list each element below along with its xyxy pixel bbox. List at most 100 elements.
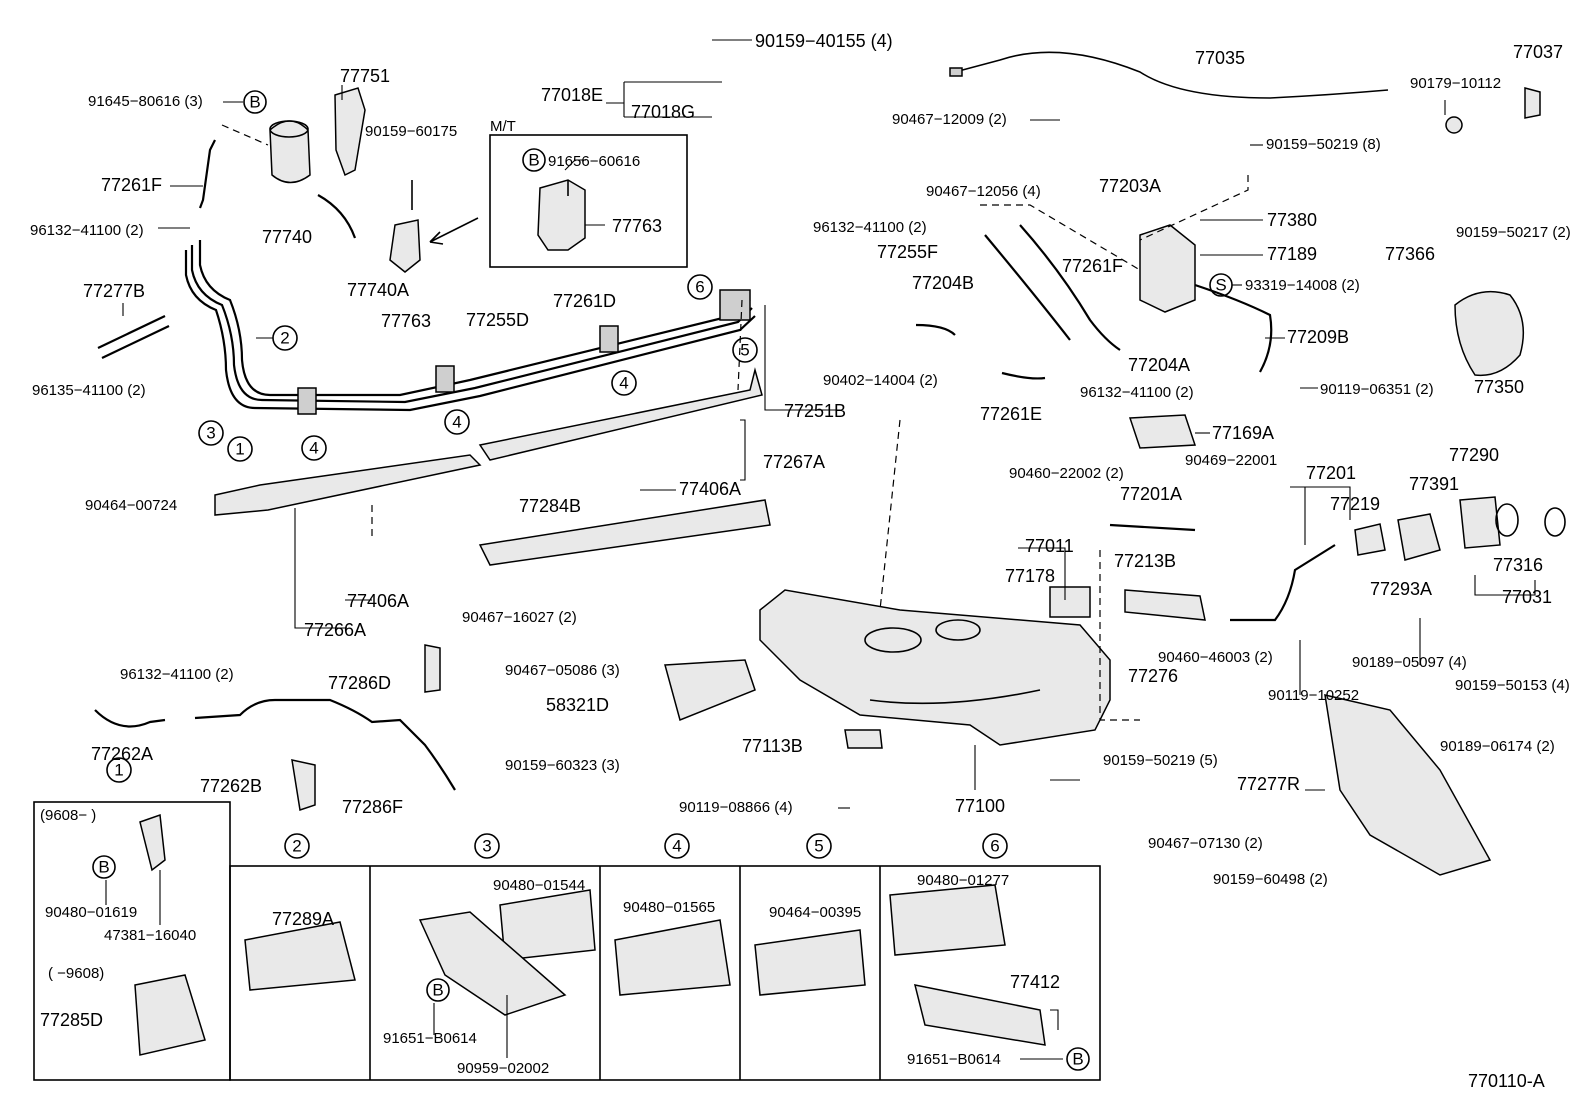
part-label: 77350	[1474, 377, 1524, 397]
part-label: 77018E	[541, 85, 603, 105]
part-label: 77178	[1005, 566, 1055, 586]
mt-label: M/T	[490, 118, 516, 135]
part-label: 77201	[1306, 463, 1356, 483]
callout-4c: 4	[619, 374, 628, 393]
legend-5: 5	[814, 837, 823, 856]
callout-6: 6	[695, 278, 704, 297]
callout-1: 1	[235, 440, 244, 459]
part-label: 90464−00395	[769, 904, 861, 921]
part-label: 77316	[1493, 555, 1543, 575]
part-label: 90460−46003 (2)	[1158, 649, 1273, 666]
part-label: 90402−14004 (2)	[823, 372, 938, 389]
part-label: 77751	[340, 66, 390, 86]
part-label: 90467−12056 (4)	[926, 183, 1041, 200]
part-label: 77740A	[347, 280, 409, 300]
leader-lines	[105, 39, 1536, 1060]
part-label: 90189−06174 (2)	[1440, 738, 1555, 755]
part-label: 77289A	[272, 909, 334, 929]
part-label: 77251B	[784, 401, 846, 421]
part-labels: 90159−40155 (4) 77018E 77018G 77751 9164…	[30, 31, 1571, 1091]
part-label: 90480−01544	[493, 877, 585, 894]
part-label: 90480−01277	[917, 872, 1009, 889]
part-label: 96132−41100 (2)	[30, 222, 144, 239]
part-label: 93319−14008 (2)	[1245, 277, 1360, 294]
canister-assembly	[198, 87, 479, 273]
part-label: 90467−12009 (2)	[892, 111, 1007, 128]
part-label: 90159−50219 (5)	[1103, 752, 1218, 769]
legend-2: 2	[292, 837, 301, 856]
callout-b-box6: B	[1072, 1050, 1083, 1069]
part-label: 77261F	[1062, 256, 1123, 276]
diagram-code: 770110-A	[1468, 1071, 1545, 1091]
part-label: 77204A	[1128, 355, 1190, 375]
part-label: 77290	[1449, 445, 1499, 465]
protector-brackets	[214, 299, 771, 566]
part-label: 77286F	[342, 797, 403, 817]
part-label: 91645−80616 (3)	[88, 93, 203, 110]
part-label: 77011	[1025, 536, 1074, 556]
part-label: 90460−22002 (2)	[1009, 465, 1124, 482]
part-label: 96132−41100 (2)	[1080, 384, 1194, 401]
part-label: 77261E	[980, 404, 1042, 424]
part-label: 77285D	[40, 1010, 103, 1030]
part-label: 90159−60498 (2)	[1213, 871, 1328, 888]
part-label: 90480−01565	[623, 899, 715, 916]
part-label: 96135−41100 (2)	[32, 382, 146, 399]
part-label: 90159−50153 (4)	[1455, 677, 1570, 694]
part-label: 77286D	[328, 673, 391, 693]
lower-hoses	[94, 644, 456, 811]
part-label: 90467−05086 (3)	[505, 662, 620, 679]
legend-3: 3	[482, 837, 491, 856]
part-label: 77277B	[83, 281, 145, 301]
part-label: 77284B	[519, 496, 581, 516]
filler-area	[915, 175, 1525, 449]
part-label: 77262B	[200, 776, 262, 796]
part-label: 77267A	[763, 452, 825, 472]
part-label: 90159−50219 (8)	[1266, 136, 1381, 153]
callout-1-hose: 1	[114, 761, 123, 780]
fuel-tank	[759, 419, 1140, 746]
part-label: 77391	[1409, 474, 1459, 494]
part-label: 77366	[1385, 244, 1435, 264]
part-label: 90159−60175	[365, 123, 457, 140]
part-label: 77035	[1195, 48, 1245, 68]
part-label: (9608− )	[40, 807, 96, 824]
callout-5: 5	[740, 341, 749, 360]
part-label: 77406A	[347, 591, 409, 611]
part-label: 77412	[1010, 972, 1060, 992]
part-label: 77261F	[101, 175, 162, 195]
part-label: 90119−08866 (4)	[679, 799, 793, 816]
part-label: 90189−05097 (4)	[1352, 654, 1467, 671]
part-label: 77018G	[631, 102, 695, 122]
part-label: 77204B	[912, 273, 974, 293]
part-label: 77262A	[91, 744, 153, 764]
callout-b-mt: B	[528, 151, 539, 170]
part-label: 77277R	[1237, 774, 1300, 794]
part-label: 47381−16040	[104, 927, 196, 944]
part-label: 96132−41100 (2)	[813, 219, 927, 236]
part-label: 90480−01619	[45, 904, 137, 921]
part-label: 77201A	[1120, 484, 1182, 504]
part-label: 77255F	[877, 242, 938, 262]
part-label: 77261D	[553, 291, 616, 311]
callout-3: 3	[206, 424, 215, 443]
part-label: 90159−50217 (2)	[1456, 224, 1571, 241]
part-label: 77763	[612, 216, 662, 236]
part-label: 77031	[1502, 587, 1552, 607]
clip-legend-frame	[33, 801, 1101, 1081]
callout-4b: 4	[452, 413, 461, 432]
part-label: 90159−60323 (3)	[505, 757, 620, 774]
part-label: 77209B	[1287, 327, 1349, 347]
part-label: 90467−16027 (2)	[462, 609, 577, 626]
callouts: 2 3 1 4 4 4 6 5 1 B B S B B B 2 3 4 5	[92, 90, 1233, 1071]
part-label: 77763	[381, 311, 431, 331]
part-label: 77203A	[1099, 176, 1161, 196]
part-label: 90959−02002	[457, 1060, 549, 1077]
part-label: 77113B	[742, 736, 803, 756]
part-label: 90159−40155 (4)	[755, 31, 893, 51]
mt-inset: M/T	[489, 118, 688, 268]
legend-6: 6	[990, 837, 999, 856]
part-label: 90464−00724	[85, 497, 177, 514]
part-label: 77266A	[304, 620, 366, 640]
